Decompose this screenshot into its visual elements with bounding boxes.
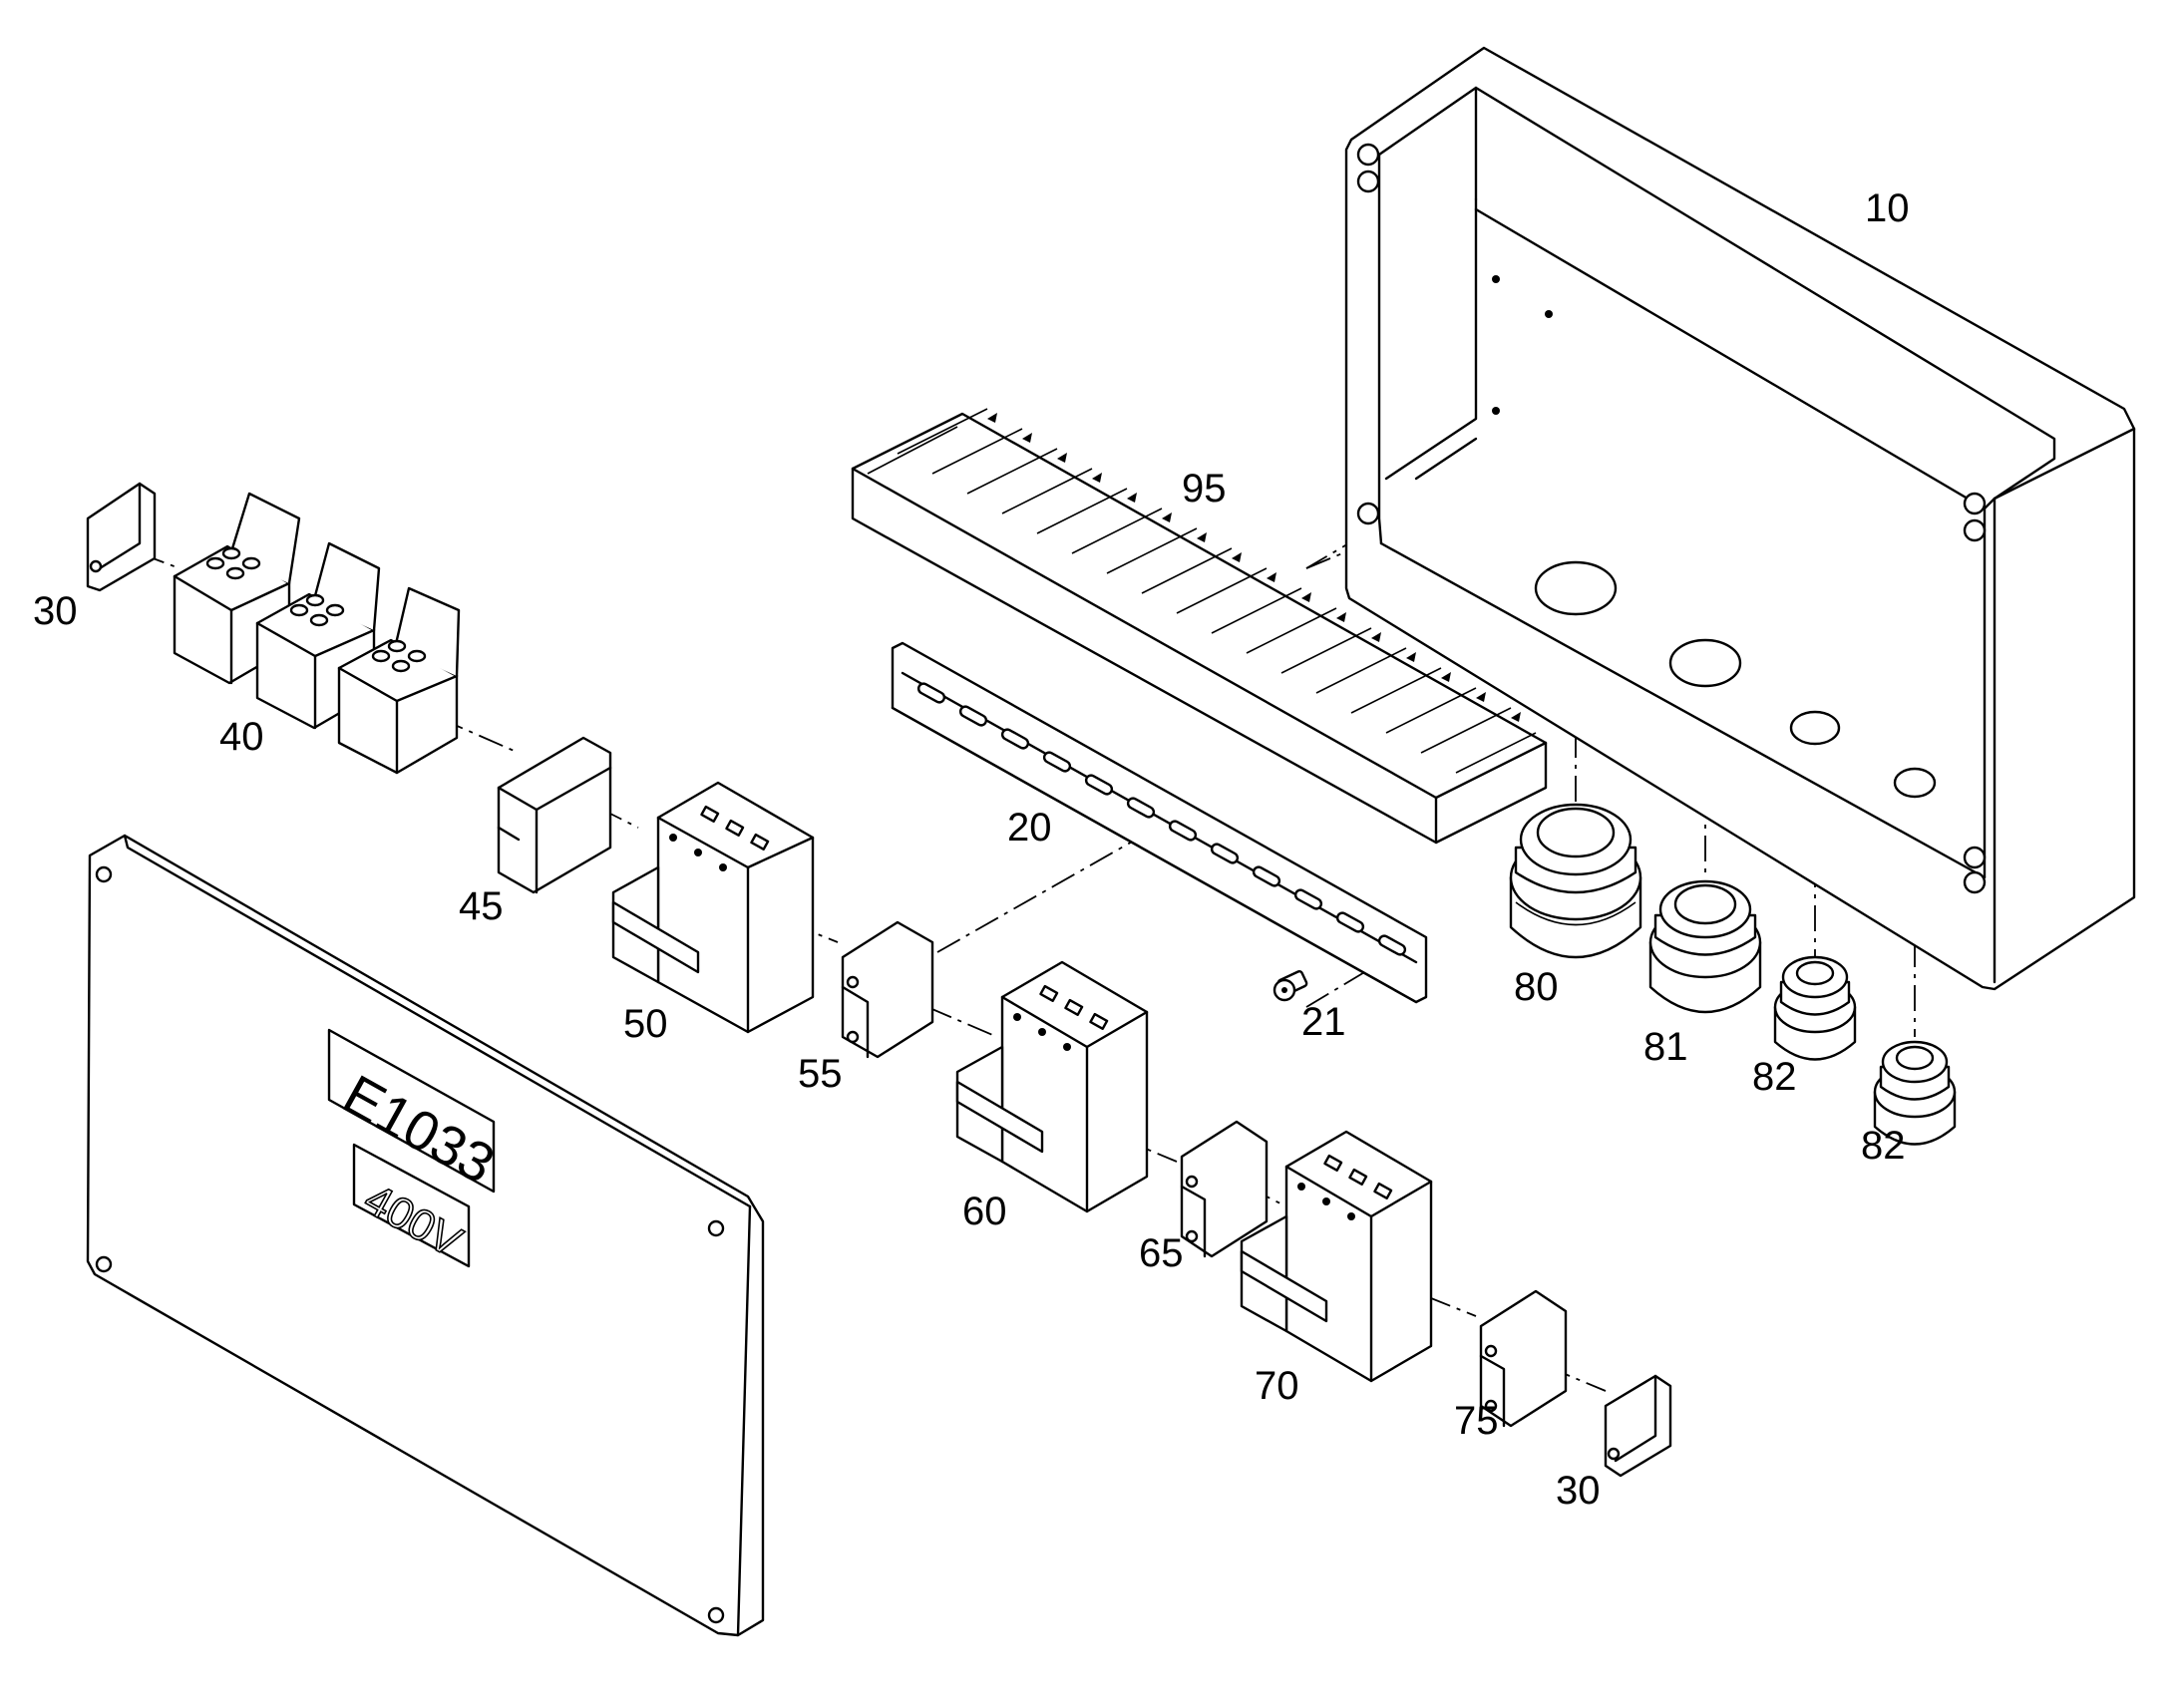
callout-labels: 10 95 30 40 45 20 50 55 21 80 81 82 82 6…: [33, 186, 1910, 1513]
callout-60: 60: [962, 1190, 1007, 1233]
guide-line-rail: [936, 827, 1158, 953]
circuit-breaker-70: [1240, 1130, 1433, 1383]
callout-30-right: 30: [1556, 1469, 1601, 1513]
callout-45: 45: [459, 884, 504, 928]
duct-slots: [897, 408, 1537, 774]
din-rail: [891, 641, 1428, 1004]
callout-95: 95: [1182, 467, 1227, 511]
callout-40: 40: [219, 715, 264, 759]
cover-plate: E1033 400V: [86, 834, 765, 1637]
callout-82-a: 82: [1752, 1055, 1797, 1099]
callout-75: 75: [1454, 1399, 1499, 1443]
terminal-clip-55: [841, 920, 934, 1059]
callout-10: 10: [1865, 186, 1910, 230]
cable-gland-82a: [1773, 955, 1857, 1061]
end-stop-right: [1604, 1374, 1672, 1478]
callout-65: 65: [1139, 1231, 1184, 1275]
callout-50: 50: [623, 1002, 668, 1046]
enclosure-box: [1344, 46, 2136, 991]
callout-20: 20: [1007, 806, 1052, 850]
cable-gland-80: [1509, 803, 1642, 959]
callout-55: 55: [798, 1052, 843, 1096]
terminal-clip-65: [1180, 1120, 1269, 1258]
cable-gland-82b: [1873, 1040, 1957, 1146]
callout-21: 21: [1301, 1000, 1346, 1044]
callout-80: 80: [1514, 965, 1559, 1009]
voltage-label-plate: [352, 1143, 471, 1268]
terminal-clip-75: [1479, 1289, 1568, 1428]
duct-teeth: [987, 413, 1521, 722]
callout-70: 70: [1255, 1364, 1299, 1408]
circuit-breaker-50: [611, 781, 815, 1034]
auxiliary-module-45: [497, 736, 612, 894]
code-label-plate: [327, 1028, 496, 1194]
distribution-blocks: [173, 492, 461, 775]
circuit-breaker-60: [955, 960, 1149, 1213]
end-stop-left: [86, 482, 157, 592]
callout-30-left: 30: [33, 589, 78, 633]
distribution-block-3: [337, 586, 461, 775]
cable-gland-81: [1648, 879, 1762, 1014]
callout-81: 81: [1643, 1025, 1688, 1069]
rail-screw: [1272, 970, 1308, 1002]
rail-slots: [916, 682, 1407, 956]
callout-82-b: 82: [1861, 1124, 1906, 1168]
cable-duct-tray: [851, 408, 1548, 845]
